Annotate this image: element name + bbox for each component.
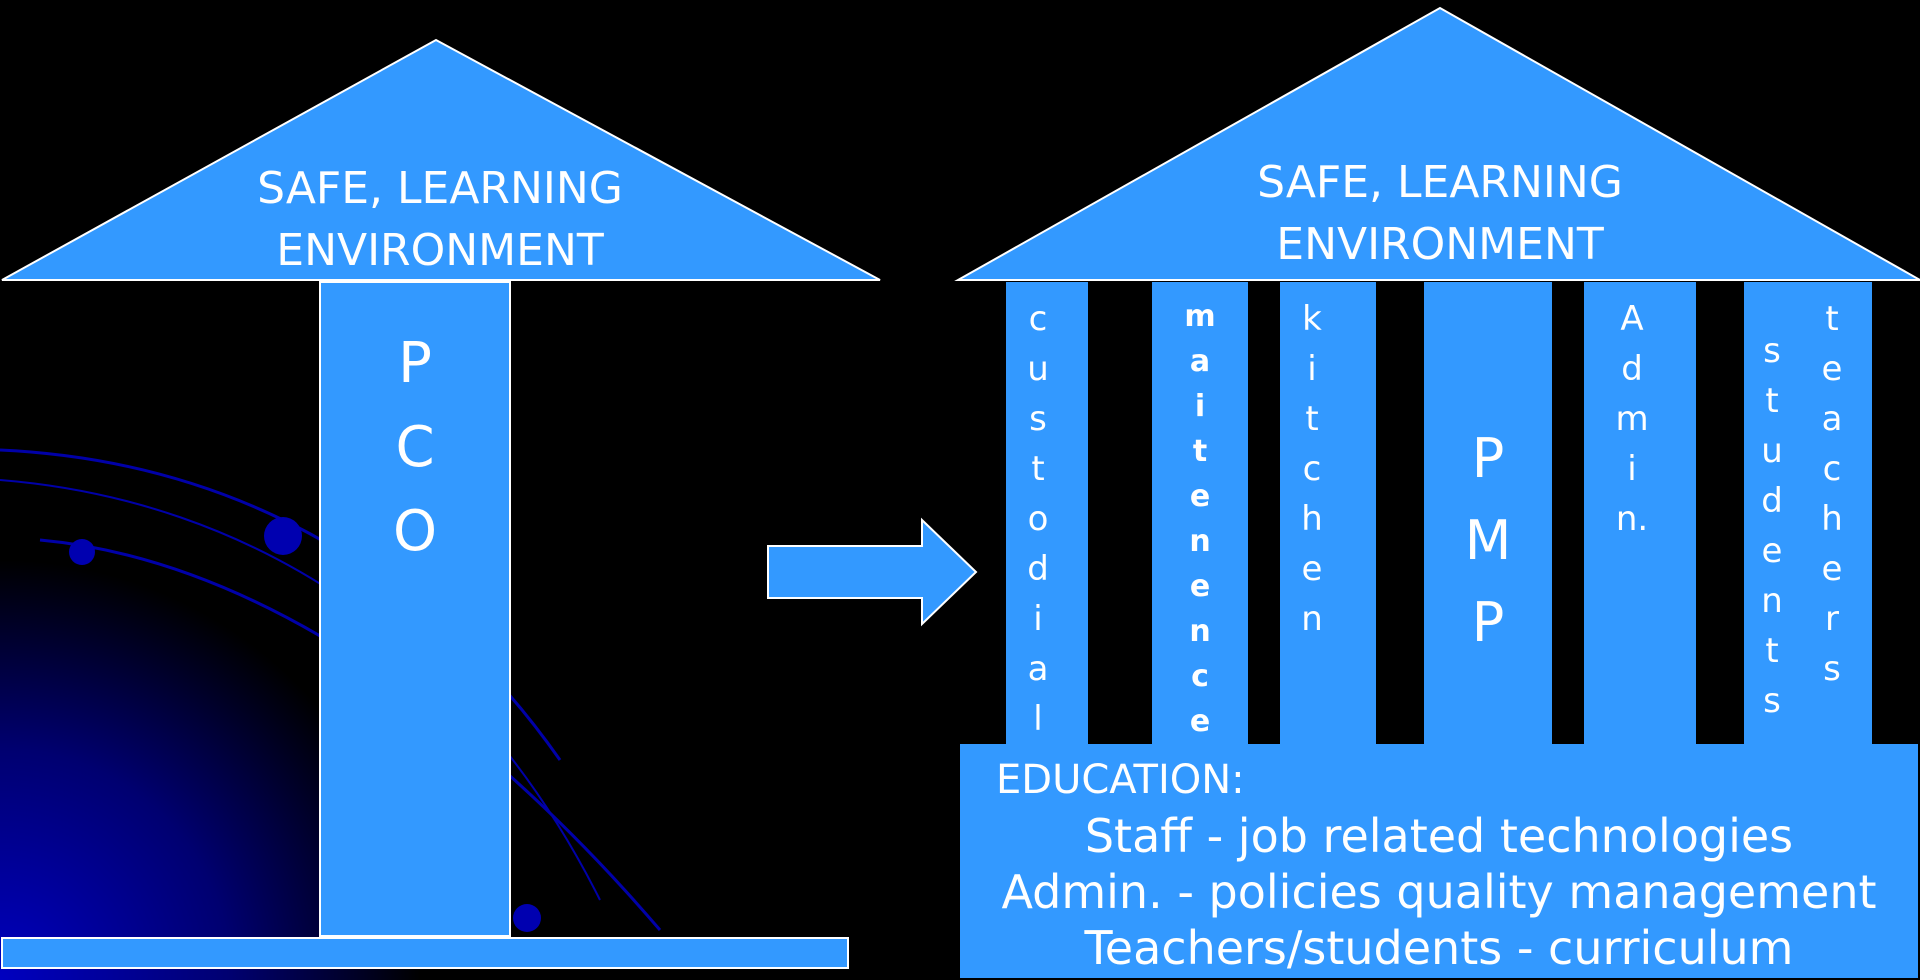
left-roof-label: SAFE, LEARNING ENVIRONMENT [200, 158, 680, 282]
left-roof-line-2: ENVIRONMENT [276, 225, 604, 276]
left-pillar [319, 281, 511, 937]
decorative-dot [264, 517, 302, 555]
right-pillar-pmp [1424, 282, 1552, 748]
base-title: EDUCATION: [996, 757, 1245, 803]
right-pillar-teachers [1792, 282, 1872, 748]
pillar-label-maitenence: m a i t e n e n c e [1184, 299, 1216, 739]
right-pillar-custodial [1006, 282, 1088, 748]
decorative-dot [513, 904, 541, 932]
right-pillar-kitchen [1280, 282, 1376, 748]
right-roof-line-2: ENVIRONMENT [1276, 219, 1604, 270]
left-roof-line-1: SAFE, LEARNING [257, 163, 623, 214]
right-base [960, 744, 1918, 978]
pillar-label-teachers: t e a c h e r s [1821, 299, 1843, 689]
right-pillar-admin [1584, 282, 1696, 748]
base-line-admin: Admin. - policies quality management [1001, 865, 1877, 919]
right-roof-label: SAFE, LEARNING ENVIRONMENT [1200, 152, 1680, 276]
pillar-label-students: s t u d e n t s [1761, 331, 1783, 721]
right-arrow-icon [767, 517, 978, 627]
left-base [1, 937, 849, 969]
pillar-label-admin: A d m i n. [1615, 299, 1649, 539]
pillar-label-custodial: c u s t o d i a l [1027, 299, 1049, 739]
right-roof [954, 6, 1920, 281]
pillar-label-pmp: P M P [1464, 427, 1512, 654]
base-line-teachers: Teachers/students - curriculum [1084, 921, 1794, 975]
decorative-dot [69, 539, 95, 565]
left-roof [1, 38, 881, 281]
right-pillar-maitenence [1152, 282, 1248, 748]
left-pillar-label: P C O [392, 331, 438, 564]
base-line-staff: Staff - job related technologies [1084, 809, 1794, 863]
right-roof-line-1: SAFE, LEARNING [1257, 157, 1623, 208]
pillar-label-kitchen: k i t c h e n [1301, 299, 1323, 639]
